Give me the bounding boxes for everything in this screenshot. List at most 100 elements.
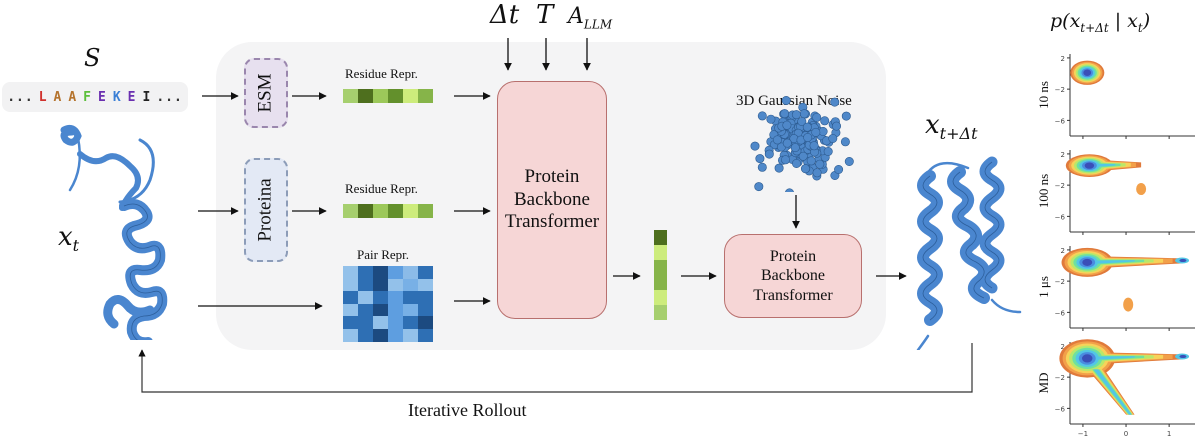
title-sub1: t+Δt (1080, 20, 1109, 35)
esm-encoder-box: ESM (244, 58, 288, 128)
pair-cell (388, 291, 403, 304)
noise-point (757, 162, 767, 172)
noise-point (806, 156, 816, 166)
prot-repr-cell (418, 204, 433, 218)
x-tick-label: 0 (1124, 430, 1128, 438)
esm-repr-cell (358, 89, 373, 103)
prot-repr-cell (343, 204, 358, 218)
noise-point (781, 96, 791, 105)
prot-repr-cell (388, 204, 403, 218)
x-tick-label: −1 (1078, 430, 1088, 438)
residue-6: E (127, 89, 137, 105)
transformer-denoiser-line3: Transformer (753, 286, 833, 304)
noise-point (790, 143, 800, 153)
prot-repr-cell (358, 204, 373, 218)
pair-cell (403, 329, 418, 342)
noise-point (780, 109, 790, 119)
latent-output-vector (654, 230, 667, 320)
noise-point (802, 122, 812, 132)
y-tick-label: 2 (1061, 55, 1065, 63)
noise-point (841, 111, 851, 121)
output-structure-label-sub: t+Δt (939, 124, 978, 144)
y-tick-label: −2 (1055, 86, 1065, 94)
pair-cell (403, 303, 418, 317)
latent-repr-cell (654, 230, 667, 245)
noise-point (798, 151, 808, 161)
residue-7: I (142, 89, 152, 105)
plot-column-title: p(xt+Δt | xt) (1050, 10, 1150, 35)
isolated-island (1136, 183, 1147, 196)
noise-point (809, 141, 819, 151)
transformer-main-line3: Transformer (504, 211, 600, 233)
conditioning-A-main: A (568, 4, 584, 29)
y-tick-label: −2 (1055, 182, 1065, 190)
esm-repr-cell (343, 89, 358, 103)
noise-point (828, 133, 838, 143)
esm-repr-cell (373, 89, 388, 103)
density-tail (1087, 356, 1135, 361)
density-contour (1082, 258, 1093, 266)
noise-point (834, 165, 844, 175)
density-contour (1084, 162, 1095, 169)
noise-point (766, 114, 776, 124)
noise-point (823, 146, 833, 156)
latent-repr-cell (654, 245, 667, 260)
input-structure-label-main: x (58, 222, 73, 252)
pair-cell (343, 329, 358, 342)
title-x2: x (1127, 10, 1138, 32)
pair-cell (418, 278, 433, 292)
noise-point (791, 110, 801, 120)
pair-cell (403, 316, 418, 329)
y-tick-label: 2 (1061, 343, 1065, 351)
noise-point (764, 149, 774, 159)
latent-repr-cell (654, 260, 667, 275)
pair-cell (343, 291, 358, 304)
noise-point (782, 120, 792, 130)
gaussian-noise-point-cloud (750, 96, 854, 192)
pair-cell (418, 291, 433, 304)
title-bar: | (1108, 10, 1128, 32)
pair-cell (403, 266, 418, 279)
noise-point (791, 159, 801, 169)
density-contour (1083, 69, 1092, 77)
pair-cell (358, 266, 373, 279)
residue-3: F (83, 89, 92, 105)
conditioning-A-sub: LLM (583, 17, 613, 32)
pair-cell (403, 291, 418, 304)
noise-point (812, 168, 822, 178)
transformer-denoiser-line1: Protein (769, 248, 817, 266)
pair-repr-matrix (343, 266, 433, 342)
esm-residue-repr-label: Residue Repr. (345, 66, 418, 81)
pair-cell (358, 303, 373, 317)
row-label: 10 ns (1036, 81, 1051, 109)
pair-cell (373, 278, 388, 292)
noise-point (811, 127, 821, 137)
density-level (1083, 69, 1092, 77)
esm-repr-cell (403, 89, 418, 103)
pair-cell (418, 266, 433, 279)
y-tick-label: −6 (1055, 405, 1066, 413)
density-branch (1093, 369, 1132, 415)
pair-cell (373, 316, 388, 329)
pair-cell (403, 278, 418, 292)
pair-cell (388, 266, 403, 279)
title-sub2: t (1137, 20, 1143, 35)
input-structure-label-sub: t (72, 236, 80, 256)
pair-cell (373, 291, 388, 304)
residue-5: K (112, 89, 122, 105)
transformer-main-line1: Protein (524, 165, 580, 187)
row-label: 100 ns (1036, 174, 1051, 208)
secondary-peak-core (1179, 258, 1187, 263)
transformer-main-line2: Backbone (514, 188, 590, 210)
protein-backbone-transformer-denoiser: Protein Backbone Transformer (724, 234, 862, 318)
noise-point (830, 97, 840, 107)
density-level (1082, 354, 1093, 363)
sequence-prefix: ... (7, 89, 34, 105)
noise-point (799, 109, 809, 119)
residue-1: A (53, 89, 63, 105)
y-tick-label: 2 (1061, 151, 1065, 159)
input-structure-label: xt (58, 222, 79, 255)
noise-point (774, 163, 784, 173)
